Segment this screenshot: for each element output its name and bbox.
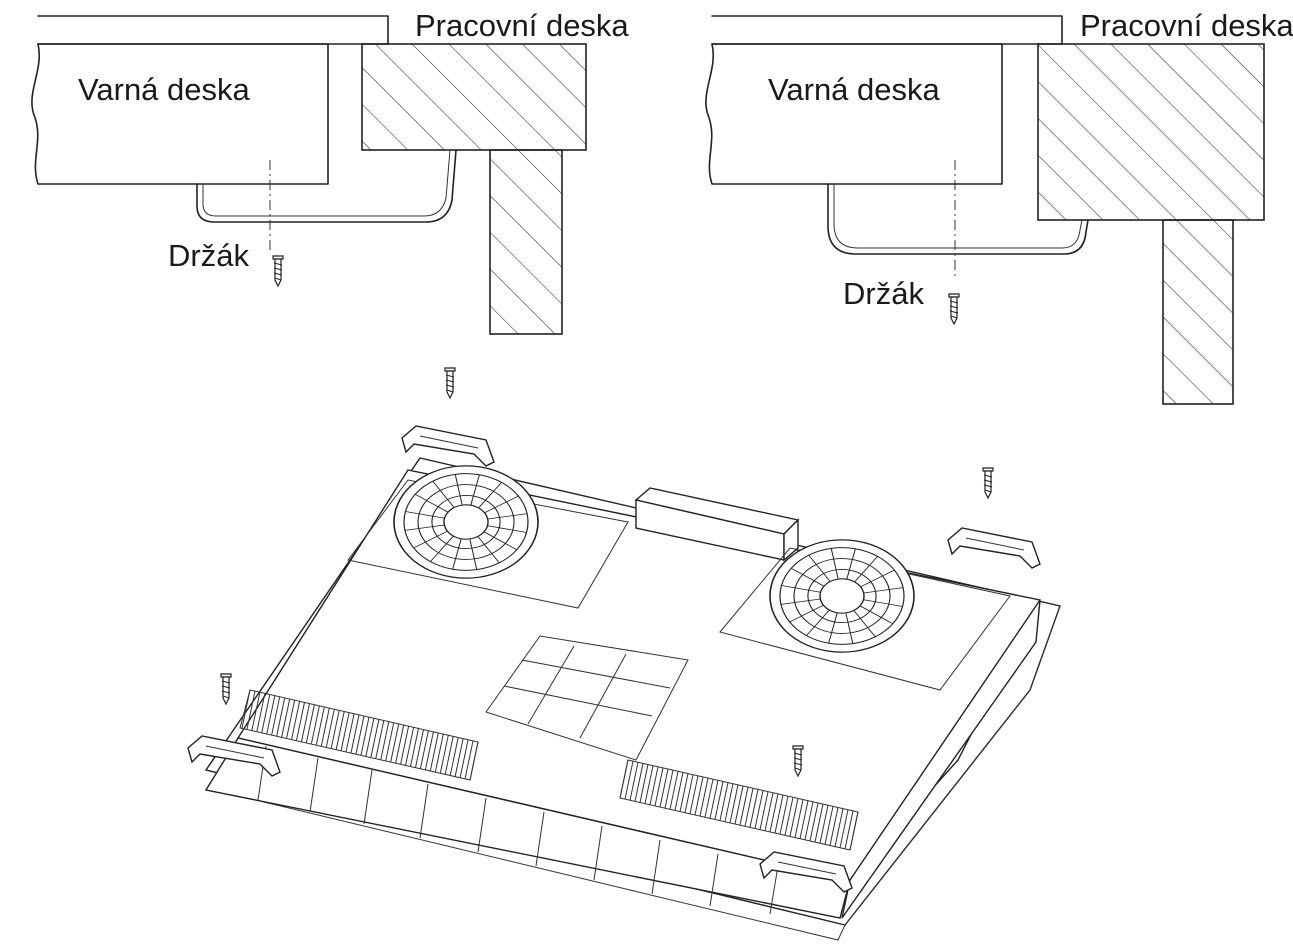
label-hob-right: Varná deska <box>768 72 941 107</box>
label-bracket-right: Držák <box>843 276 924 311</box>
cabinet-panel-right <box>1162 219 1234 405</box>
corner-bracket-icon <box>401 425 495 467</box>
label-bracket-left: Držák <box>168 238 249 273</box>
center-grid <box>485 635 689 761</box>
fan-left <box>393 465 539 579</box>
corner-bracket-icon <box>947 527 1041 569</box>
screw-icon <box>444 367 456 399</box>
corner-bracket-icon <box>759 851 853 893</box>
screw-icon <box>982 467 994 499</box>
front-wall-ribs <box>257 745 779 915</box>
fan-right <box>769 539 915 653</box>
detail-right: Pracovní deska Varná deska Držák <box>705 8 1293 405</box>
hob-body-right <box>705 43 1003 185</box>
cabinet-panel-left <box>489 149 563 335</box>
hob-underside-isometric <box>187 367 1061 941</box>
worktop-block-left <box>361 43 587 151</box>
hob-glass-right <box>711 15 1063 45</box>
label-hob-left: Varná deska <box>78 72 251 107</box>
label-worktop-right: Pracovní deska <box>1080 8 1293 43</box>
bracket-profile-left <box>196 149 457 223</box>
screw-icon <box>948 293 960 325</box>
hob-glass-left <box>37 15 389 45</box>
label-worktop-left: Pracovní deska <box>415 8 629 43</box>
corner-bracket-icon <box>187 735 281 777</box>
worktop-block-right <box>1037 43 1265 221</box>
detail-left: Pracovní deska Varná deska Držák <box>31 8 629 335</box>
screw-icon <box>272 255 284 287</box>
hob-body-left <box>31 43 329 185</box>
housing-right-wall <box>841 599 1041 919</box>
bracket-profile-right <box>827 183 1089 255</box>
screw-icon <box>220 673 232 705</box>
